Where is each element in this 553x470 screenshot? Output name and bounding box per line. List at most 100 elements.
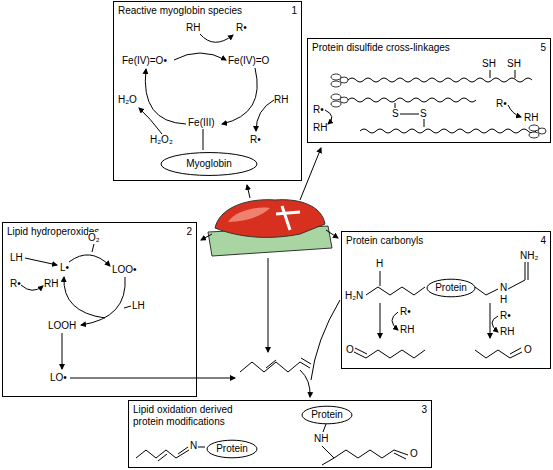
- chem-label: LH: [132, 300, 145, 311]
- stroke: [200, 34, 233, 42]
- ellipse-shape: [207, 440, 257, 458]
- stroke: [92, 244, 94, 252]
- stroke: [348, 78, 532, 82]
- protein-ellipse: Protein: [426, 278, 476, 298]
- stroke: [311, 300, 340, 380]
- ellipse-text: Myoglobin: [186, 159, 232, 169]
- chem-label: Fe(IV)=O•: [122, 55, 167, 66]
- stroke: [276, 206, 300, 230]
- stroke: [158, 454, 167, 461]
- chem-label: LOOH: [48, 320, 76, 331]
- chem-label: NH₂: [520, 250, 538, 261]
- stroke: [326, 230, 338, 238]
- panel-box: Lipid oxidation derived protein modifica…: [128, 400, 432, 468]
- chem-label: H: [376, 258, 383, 269]
- callout-number: 1: [291, 5, 297, 17]
- chem-label: LH: [10, 252, 23, 263]
- ellipse-text: Protein: [435, 283, 467, 293]
- stroke: [139, 108, 162, 134]
- chem-label: RH: [186, 22, 200, 33]
- chem-label: LO•: [50, 372, 67, 383]
- stroke: [380, 303, 381, 338]
- stroke: [25, 258, 57, 265]
- chem-label: RH: [500, 326, 514, 337]
- chem-label: RH: [274, 94, 288, 105]
- chem-label: N: [190, 440, 197, 451]
- ellipse-label: Protein: [301, 405, 353, 425]
- chem-label: O: [346, 344, 354, 355]
- stroke: [64, 277, 105, 318]
- chem-label: N: [500, 282, 507, 293]
- chem-label: S: [392, 108, 399, 119]
- chem-label: H₂O: [118, 94, 137, 105]
- chem-label: L•: [60, 262, 69, 273]
- chem-label: R•: [250, 134, 261, 145]
- stroke: [301, 358, 311, 364]
- callout-number: 5: [540, 42, 546, 54]
- protein-ellipse: Myoglobin: [159, 151, 259, 177]
- stroke: [256, 100, 274, 131]
- stroke: [492, 316, 498, 332]
- carbonyl-structures: [354, 262, 528, 358]
- stroke: [145, 69, 186, 124]
- chem-label: SH: [507, 58, 521, 69]
- stroke: [366, 287, 425, 295]
- stroke: [323, 424, 326, 432]
- panel-title: Reactive myoglobin species: [118, 5, 242, 17]
- stroke: [203, 129, 204, 150]
- stroke: [490, 70, 515, 78]
- stroke: [529, 125, 546, 138]
- stroke: [124, 306, 131, 308]
- chem-label: R•: [10, 278, 21, 289]
- chem-label: Fe(IV)=O: [228, 55, 269, 66]
- stroke: [201, 234, 212, 240]
- chem-label: SH: [482, 58, 496, 69]
- stroke: [240, 362, 310, 372]
- stroke: [355, 348, 367, 354]
- stroke: [322, 458, 334, 465]
- chem-label: RH: [313, 122, 327, 133]
- stroke: [222, 68, 257, 124]
- ellipse-label: Protein: [206, 439, 258, 459]
- ellipse-text: Protein: [216, 444, 248, 454]
- stroke: [178, 447, 188, 454]
- chem-label: R•: [236, 22, 247, 33]
- stroke: [354, 350, 425, 358]
- stroke: [394, 453, 406, 459]
- modification-structures: [136, 424, 408, 465]
- panel-title: Protein carbonyls: [346, 235, 423, 247]
- stroke: [510, 348, 521, 354]
- chem-label: O: [410, 448, 418, 459]
- callout-number: 2: [186, 226, 192, 238]
- stroke: [380, 271, 381, 286]
- stroke: [62, 333, 63, 369]
- myoglobin-cycle: [139, 34, 274, 150]
- stroke: [392, 312, 398, 330]
- chem-label: RH: [44, 278, 58, 289]
- chem-label: LOO•: [112, 264, 137, 275]
- chem-label: NH: [314, 433, 328, 444]
- chem-label: H: [500, 294, 507, 305]
- panel-box: Lipid hydroperoxides 2: [2, 222, 197, 397]
- stroke: [215, 200, 325, 238]
- ellipse-label: Myoglobin: [159, 151, 259, 177]
- stroke: [21, 285, 43, 290]
- stroke: [322, 446, 408, 458]
- panel-title: Lipid hydroperoxides: [7, 226, 99, 238]
- ellipse-label: Protein: [426, 278, 476, 298]
- stroke: [69, 255, 110, 266]
- stroke: [508, 105, 521, 117]
- aldehyde: [240, 300, 340, 397]
- stroke: [300, 148, 321, 200]
- stroke: [247, 185, 250, 198]
- ellipse-shape: [302, 406, 352, 424]
- callout-number: 3: [421, 404, 427, 416]
- chem-label: O₂: [88, 232, 100, 243]
- stroke: [475, 287, 498, 295]
- chem-label: H₂N: [345, 290, 363, 301]
- chem-label: RH: [524, 112, 538, 123]
- chem-label: RH: [400, 324, 414, 335]
- steak-arrows: [201, 148, 338, 352]
